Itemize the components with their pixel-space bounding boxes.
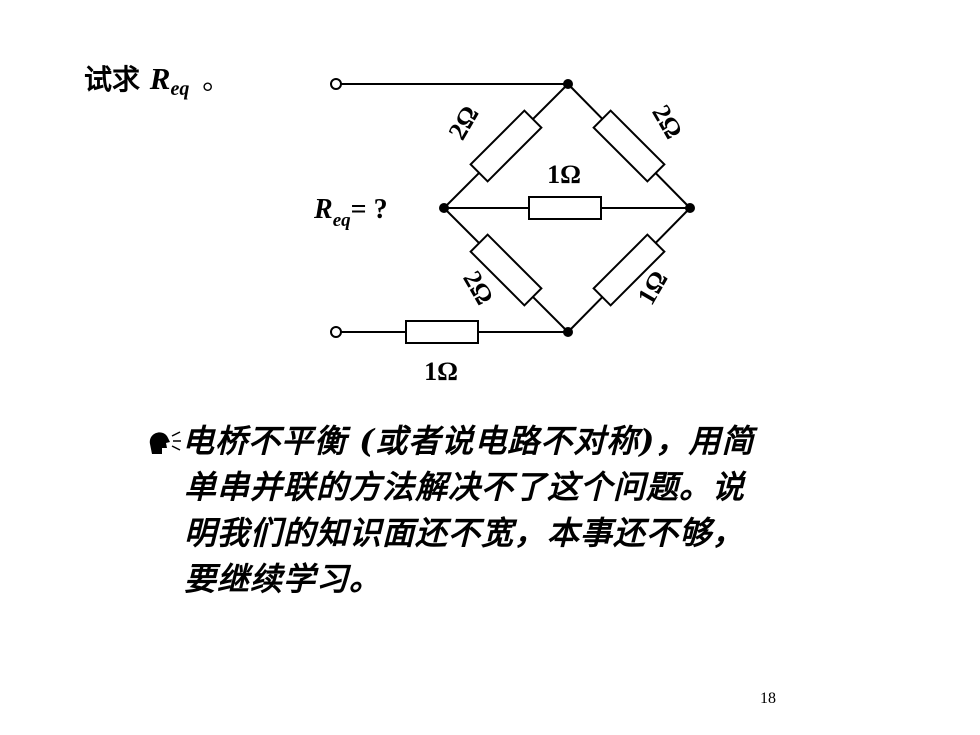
prompt-suffix: 。 bbox=[193, 63, 231, 96]
note-line-3: 明我们的知识面还不宽，本事还不够， bbox=[184, 514, 746, 552]
resistor-upper-right bbox=[592, 109, 666, 183]
note-line-4: 要继续学习。 bbox=[184, 560, 383, 598]
note-paragraph: 电桥不平衡 (或者说电路不对称)，用简 单串并联的方法解决不了这个问题。说 明我… bbox=[146, 418, 866, 602]
bottom-terminal bbox=[330, 326, 342, 338]
resistor-series bbox=[405, 320, 479, 344]
label-upper-left: 2Ω bbox=[443, 101, 485, 145]
bridge-circuit-diagram: 2Ω 2Ω 1Ω 2Ω 1Ω 1Ω Req= ? bbox=[313, 78, 695, 386]
top-terminal bbox=[330, 78, 342, 90]
resistor-upper-left bbox=[469, 109, 543, 183]
speaking-head-icon bbox=[149, 431, 181, 454]
right-node bbox=[685, 203, 695, 213]
prompt-text: 试求 Req 。 bbox=[84, 58, 230, 101]
req-r: R bbox=[313, 194, 333, 225]
req-subscript: eq bbox=[333, 210, 351, 231]
note-line-2: 单串并联的方法解决不了这个问题。说 bbox=[184, 468, 746, 506]
resistor-lower-left bbox=[469, 233, 543, 307]
page-number: 18 bbox=[760, 690, 776, 707]
prompt-prefix: 试求 bbox=[84, 63, 150, 96]
note-line-1: 电桥不平衡 (或者说电路不对称)，用简 bbox=[182, 422, 755, 460]
note-line: 电桥不平衡 (或者说电路不对称)，用简 bbox=[146, 418, 866, 464]
resistor-lower-right bbox=[592, 233, 666, 307]
req-label: Req= ? bbox=[313, 194, 388, 231]
label-series: 1Ω bbox=[424, 357, 458, 386]
top-node bbox=[563, 79, 573, 89]
label-upper-right: 2Ω bbox=[646, 100, 688, 144]
resistor-middle bbox=[528, 196, 602, 220]
prompt-r: R bbox=[149, 61, 171, 96]
left-node bbox=[439, 203, 449, 213]
req-equals: = ? bbox=[351, 194, 388, 225]
bottom-node bbox=[563, 327, 573, 337]
label-middle: 1Ω bbox=[547, 160, 581, 189]
prompt-subscript: eq bbox=[170, 78, 190, 100]
